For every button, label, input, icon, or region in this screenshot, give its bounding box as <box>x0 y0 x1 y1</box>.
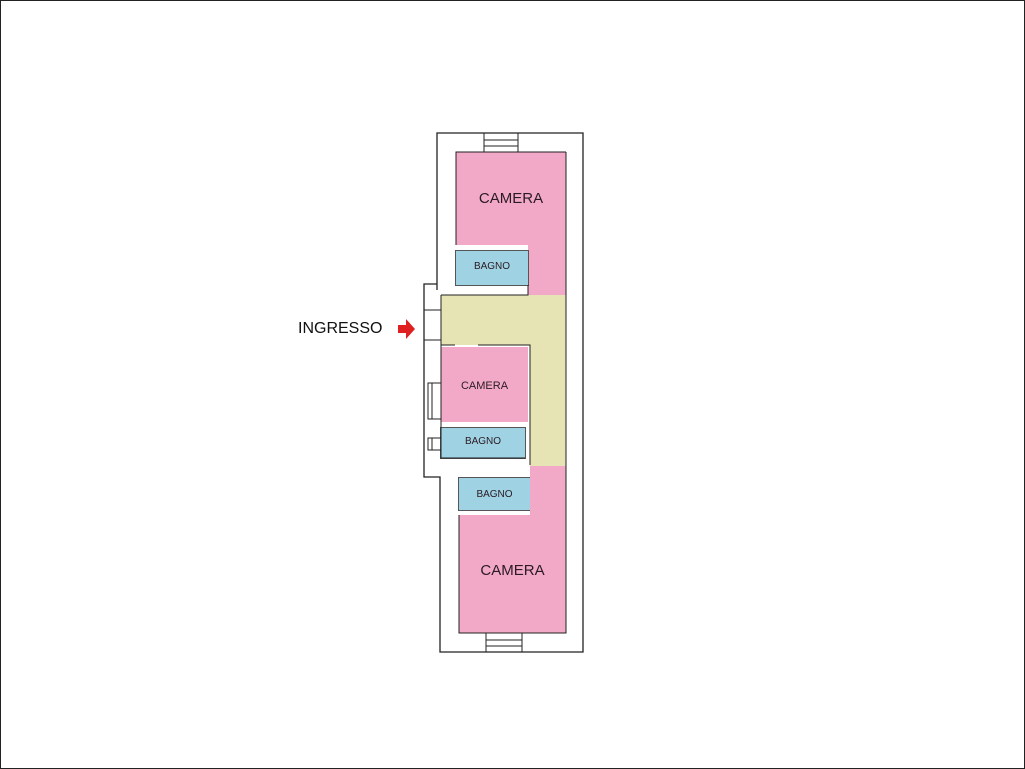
room-camera-bottom-passage <box>530 466 566 516</box>
window-top <box>483 132 519 153</box>
entrance-label: INGRESSO <box>298 320 383 337</box>
room-label: BAGNO <box>476 489 513 500</box>
room-label: CAMERA <box>480 562 545 579</box>
room-camera-middle <box>441 347 528 422</box>
room-camera-top-passage <box>528 245 566 295</box>
corridor <box>441 295 566 345</box>
room-camera-bottom <box>459 515 566 633</box>
room-bagno-2 <box>440 427 526 459</box>
room-camera-top <box>456 152 566 245</box>
room-label: BAGNO <box>473 261 511 272</box>
room-label: BAGNO <box>464 436 502 447</box>
room-bagno-3 <box>458 477 531 511</box>
corridor-vertical <box>530 345 566 467</box>
room-label: CAMERA <box>460 380 509 392</box>
room-label: CAMERA <box>478 190 544 207</box>
window-bottom <box>485 632 523 653</box>
room-bagno-1 <box>455 250 529 286</box>
